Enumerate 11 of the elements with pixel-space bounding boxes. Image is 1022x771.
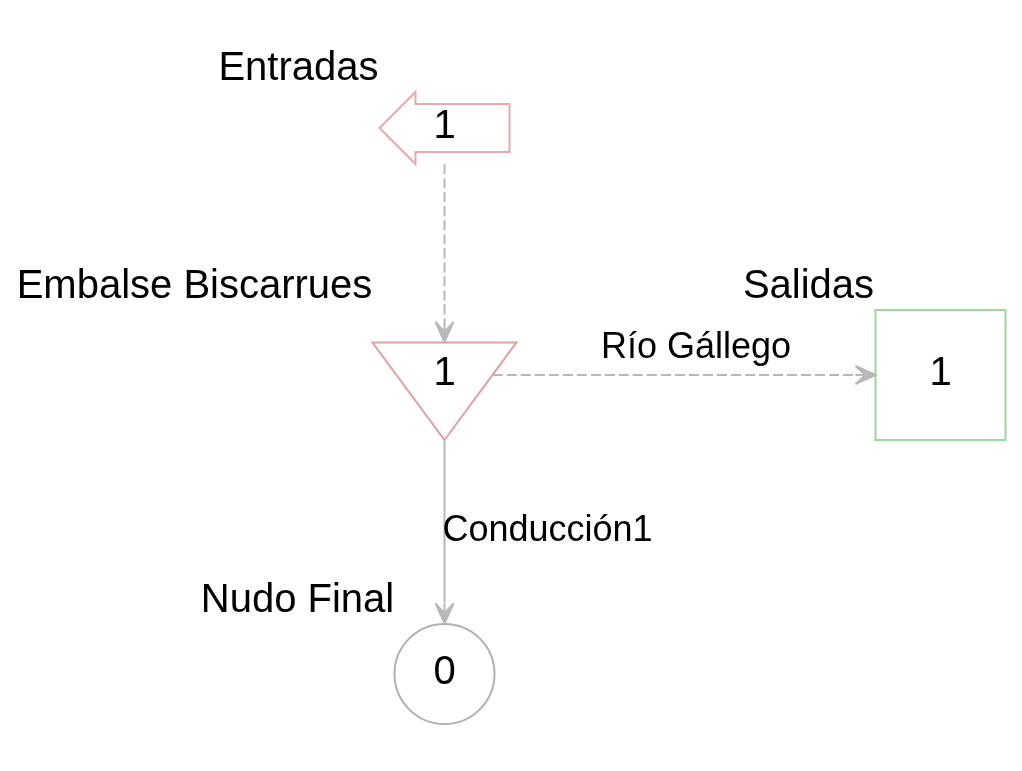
node-label: Nudo Final	[200, 575, 395, 620]
node-circle: 0	[393, 622, 496, 725]
node-label: Embalse Biscarrues	[16, 261, 373, 306]
edge-label: Río Gállego	[600, 324, 792, 366]
arrow	[434, 438, 455, 624]
node-label: Salidas	[742, 261, 875, 306]
node-box: 1	[874, 308, 1007, 441]
arrow	[491, 364, 877, 385]
node-label: Entradas	[218, 43, 379, 88]
arrow	[434, 162, 455, 343]
edge-label: Conducción1	[442, 507, 653, 549]
